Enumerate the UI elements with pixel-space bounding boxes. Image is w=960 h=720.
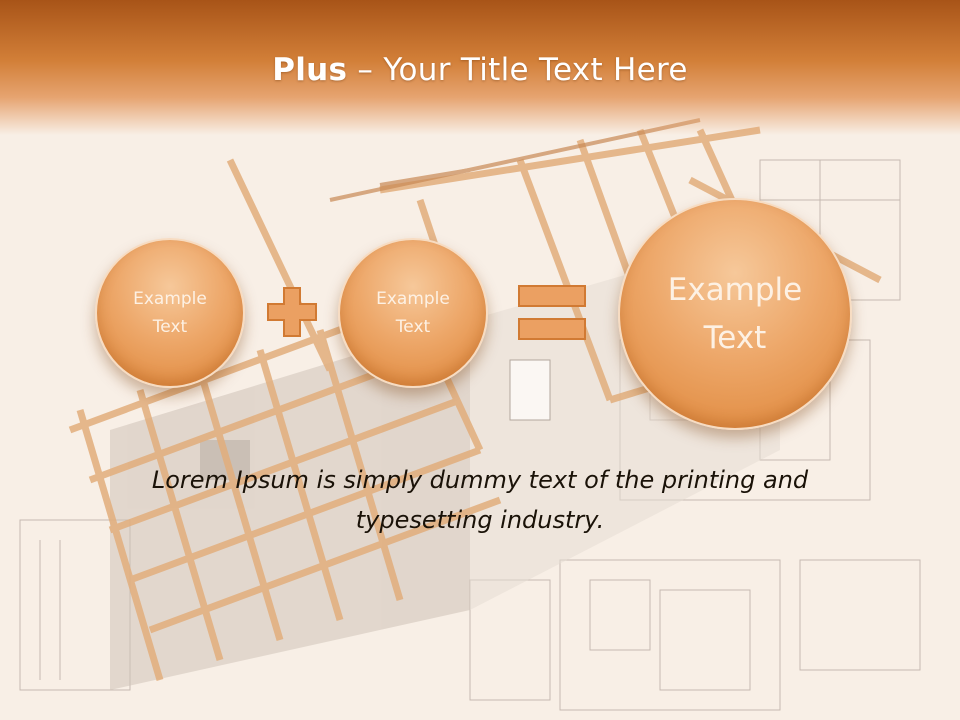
title-text: – Your Title Text Here — [347, 52, 688, 88]
example-circle-1: Example Text — [95, 238, 245, 388]
slide-title: Plus – Your Title Text Here — [0, 52, 960, 88]
circle-1-label: Example Text — [133, 289, 207, 337]
plus-icon — [267, 287, 317, 337]
example-circle-2: Example Text — [338, 238, 488, 388]
title-bold-word: Plus — [272, 52, 348, 88]
equals-icon — [518, 285, 586, 340]
title-bar — [0, 0, 960, 135]
circle-2-label: Example Text — [376, 289, 450, 337]
body-text: Lorem Ipsum is simply dummy text of the … — [151, 466, 809, 534]
example-circle-result: Example Text — [618, 198, 852, 430]
circle-result-label: Example Text — [667, 272, 803, 356]
